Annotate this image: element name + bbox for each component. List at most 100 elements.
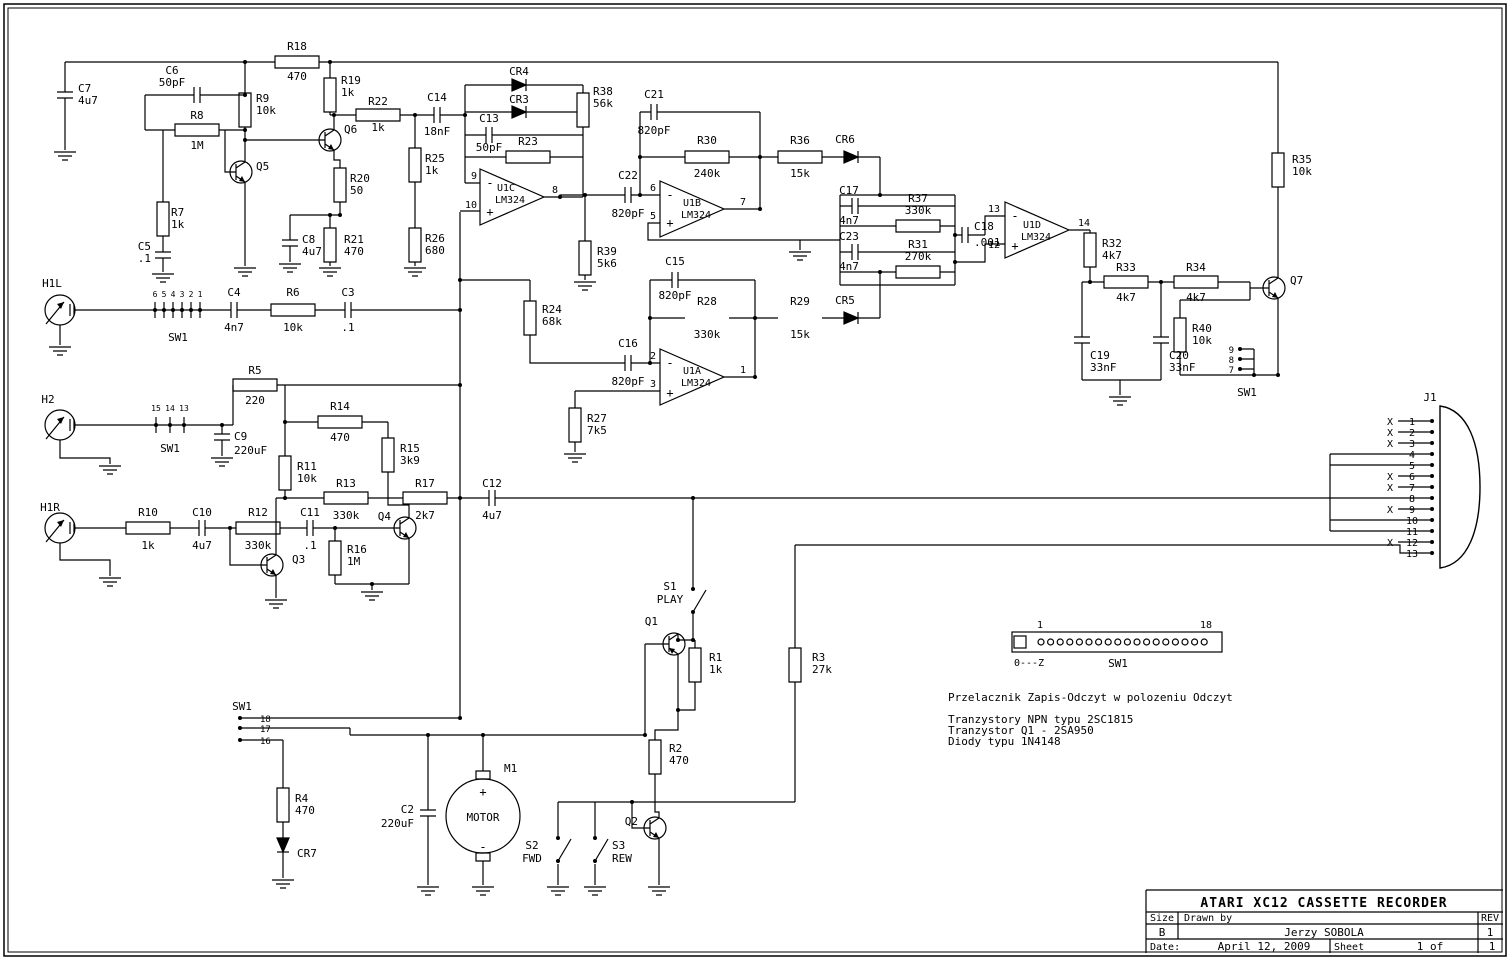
schematic-label: 13 [988,204,1000,215]
junction-dot [198,308,202,312]
size-label: Size [1150,913,1174,924]
schematic-label: 2 [189,290,194,299]
j1-pin-contact [1430,507,1434,511]
schematic-label: C7 [78,82,91,95]
capacitor-C12 [488,490,496,506]
resistor-R38 [576,92,590,128]
schematic-label: 3 [650,379,656,390]
resistor-R18 [274,55,320,69]
opamp-U1B [650,180,734,238]
schematic-label: C10 [192,506,212,519]
ground [584,886,606,896]
junction-dot [758,155,762,159]
schematic-label: 470 [287,70,307,83]
resistor-R2 [648,739,662,775]
schematic-label: R13 [336,477,356,490]
schematic-label: U1A [683,366,701,377]
schematic-label: U1C [497,183,515,194]
transistor-Q4 [393,516,417,540]
schematic-label: R40 [1192,322,1212,335]
schematic-label: - [1011,209,1018,223]
ground [789,251,811,261]
schematic-label: LM324 [681,210,711,221]
schematic-label: C15 [665,255,685,268]
schematic-label: 3 [180,290,185,299]
schematic-label: 4u7 [482,509,502,522]
schematic-label: - [666,356,673,370]
schematic-label: 10k [1292,165,1312,178]
schematic-label: SW1 [168,331,188,344]
schematic-label: U1B [683,198,701,209]
schematic-label: + [666,386,673,400]
schematic-label: R35 [1292,153,1312,166]
schematic-label: CR5 [835,294,855,307]
capacitor-C5 [155,251,171,259]
resistor-R16 [328,540,342,576]
wires-j1-leads [1329,420,1430,543]
transistor-Q5 [229,160,253,184]
schematic-label: SW1 [1237,386,1257,399]
schematic-label: R26 [425,232,445,245]
schematic-label: REW [612,852,632,865]
resistor-R36 [777,150,823,164]
schematic-label: + [1011,239,1018,253]
schematic-label: 50pF [476,141,503,154]
sheet-border-outer [3,3,1507,957]
junction-dot [171,308,175,312]
switch-S1-play [691,587,707,614]
schematic-label: 1k [141,539,155,552]
resistor-R31 [895,265,941,279]
schematic-label: 14 [165,404,175,413]
schematic-label: Q4 [378,510,392,523]
diode-CR6 [843,150,860,164]
schematic-label: C4 [227,286,241,299]
schematic-label: R2 [669,742,682,755]
ground [49,346,71,356]
schematic-label: S1 [663,580,676,593]
wires-bottom [240,498,1430,885]
notes: Przelacznik Zapis-Odczyt w polozeniu Odc… [948,691,1233,748]
opamp-U1D [995,201,1079,259]
resistor-R3 [788,647,802,683]
schematic-label: Q2 [625,815,638,828]
junction-dot [643,733,647,737]
junction-dot [180,308,184,312]
ground [417,886,439,896]
schematic-label: R32 [1102,237,1122,250]
j1-pin-contact [1430,419,1434,423]
resistor-R21 [323,227,337,263]
junction-dot [238,716,242,720]
schematic-label: R3 [812,651,825,664]
schematic-label: 4u7 [302,245,322,258]
schematic-label: PLAY [657,593,684,606]
schematic-label: M1 [504,762,517,775]
junction-dot [953,233,957,237]
diode-CR3 [511,105,528,119]
schematic-label: R25 [425,152,445,165]
junction-dot [370,582,374,586]
ground [319,267,341,277]
schematic-label: S2 [525,839,538,852]
schematic-label: R4 [295,792,309,805]
schematic-label: C17 [839,184,859,197]
ground [54,151,76,161]
schematic-label: Q1 [645,615,658,628]
capacitor-C15 [671,272,679,288]
junction-dot [1159,280,1163,284]
resistor-R13 [323,491,369,505]
schematic-label: + [486,205,493,219]
schematic-label: .1 [303,539,316,552]
schematic-label: 820pF [611,207,644,220]
j1-pin-contact [1430,496,1434,500]
schematic-label: C3 [341,286,354,299]
junction-dot [638,155,642,159]
schematic-label: C18 [974,220,994,233]
schematic-label: 4k7 [1186,291,1206,304]
schematic-label: CR6 [835,133,855,146]
schematic-label: C11 [300,506,320,519]
schematic-label: SW1 [160,442,180,455]
junction-dot [153,308,157,312]
j1-nc-mark: X [1387,439,1393,450]
schematic-label: + [479,785,486,799]
resistor-R35 [1271,152,1285,188]
